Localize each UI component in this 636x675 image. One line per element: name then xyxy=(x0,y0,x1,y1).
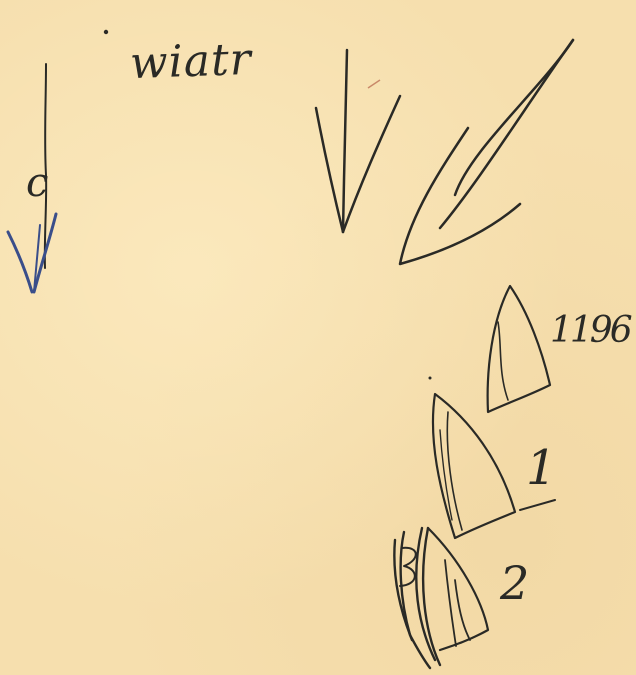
current-label: c xyxy=(26,160,48,206)
boat-number-2: 2 xyxy=(500,556,529,610)
wind-label: wiatr xyxy=(129,34,252,89)
sail-2 xyxy=(394,528,488,668)
wind-arrow-vertical xyxy=(316,50,400,232)
ink-dot xyxy=(104,30,108,34)
wind-arrow-diagonal xyxy=(400,40,573,264)
boat-number-1: 1 xyxy=(526,440,557,496)
sail-1196 xyxy=(488,286,550,412)
sail-number-1196: 1196 xyxy=(550,310,630,351)
ink-dot xyxy=(429,377,432,380)
faint-mark xyxy=(368,80,380,88)
